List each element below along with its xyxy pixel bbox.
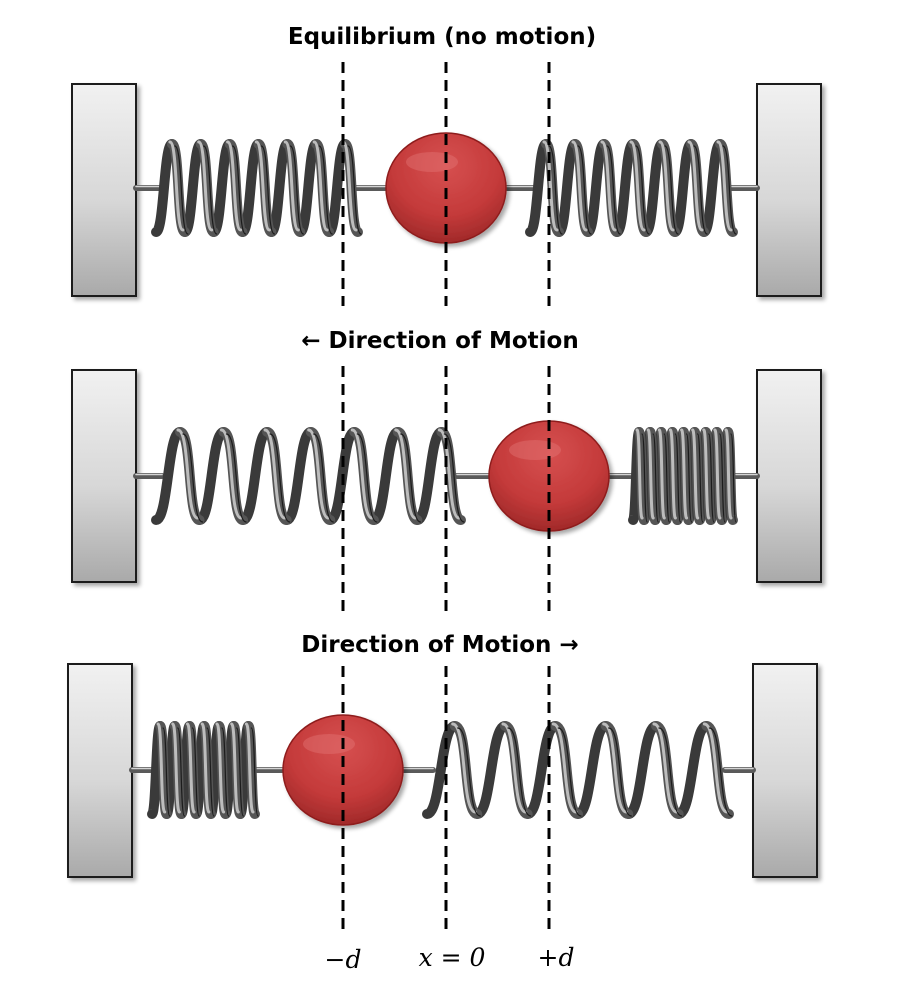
left-wall [67,663,133,878]
panel-equilibrium: Equilibrium (no motion) [71,24,822,297]
mass-highlight [509,440,561,460]
spring-coil [422,721,734,819]
coil-highlight [451,722,729,814]
coil-edge [548,145,737,235]
right-wall [756,369,822,583]
spring-coil [147,721,260,819]
coil-back-strand [151,427,447,525]
mass-highlight [303,734,355,754]
coil-highlight [168,140,358,232]
coil-back-strand [525,139,725,237]
right-wall [756,83,822,297]
spring-coil [525,139,738,237]
coil-front-strand [175,427,466,525]
coil-edge [457,727,733,817]
coil-edge [182,433,465,523]
coil-highlight [156,722,255,814]
position-labels: −d x = 0 +d [325,943,575,974]
spring-mass-assembly [67,663,818,878]
coil-back-strand [422,721,712,819]
panel-title: Direction of Motion → [301,632,578,658]
mass-ball [282,714,404,826]
coil-back-strand [628,427,733,525]
label-plus-d: +d [538,943,575,972]
coil-front-strand [166,139,363,237]
coil-front-strand [634,427,738,525]
coil-edge [174,145,362,235]
coil-front-strand [541,139,738,237]
mass-highlight [406,152,458,172]
spring-coil [151,427,466,525]
coil-front-strand [155,721,260,819]
spring-coil [151,139,363,237]
spring-mass-assembly [71,83,822,297]
spring-coil [628,427,738,525]
left-wall [71,369,137,583]
coil-edge [641,433,737,523]
coil-front-strand [449,721,734,819]
coil-highlight [176,428,461,520]
coil-edge [162,727,259,817]
label-minus-d: −d [325,945,362,974]
panel-title: ← Direction of Motion [301,328,578,354]
label-x-zero: x = 0 [419,943,486,972]
coil-highlight [635,428,733,520]
left-wall [71,83,137,297]
coil-highlight [542,140,733,232]
coil-back-strand [147,721,254,819]
panel-title: Equilibrium (no motion) [288,24,596,50]
reference-guides [341,62,551,935]
panel-moving-right: Direction of Motion → [67,632,818,878]
coil-back-strand [151,139,350,237]
right-wall [752,663,818,878]
